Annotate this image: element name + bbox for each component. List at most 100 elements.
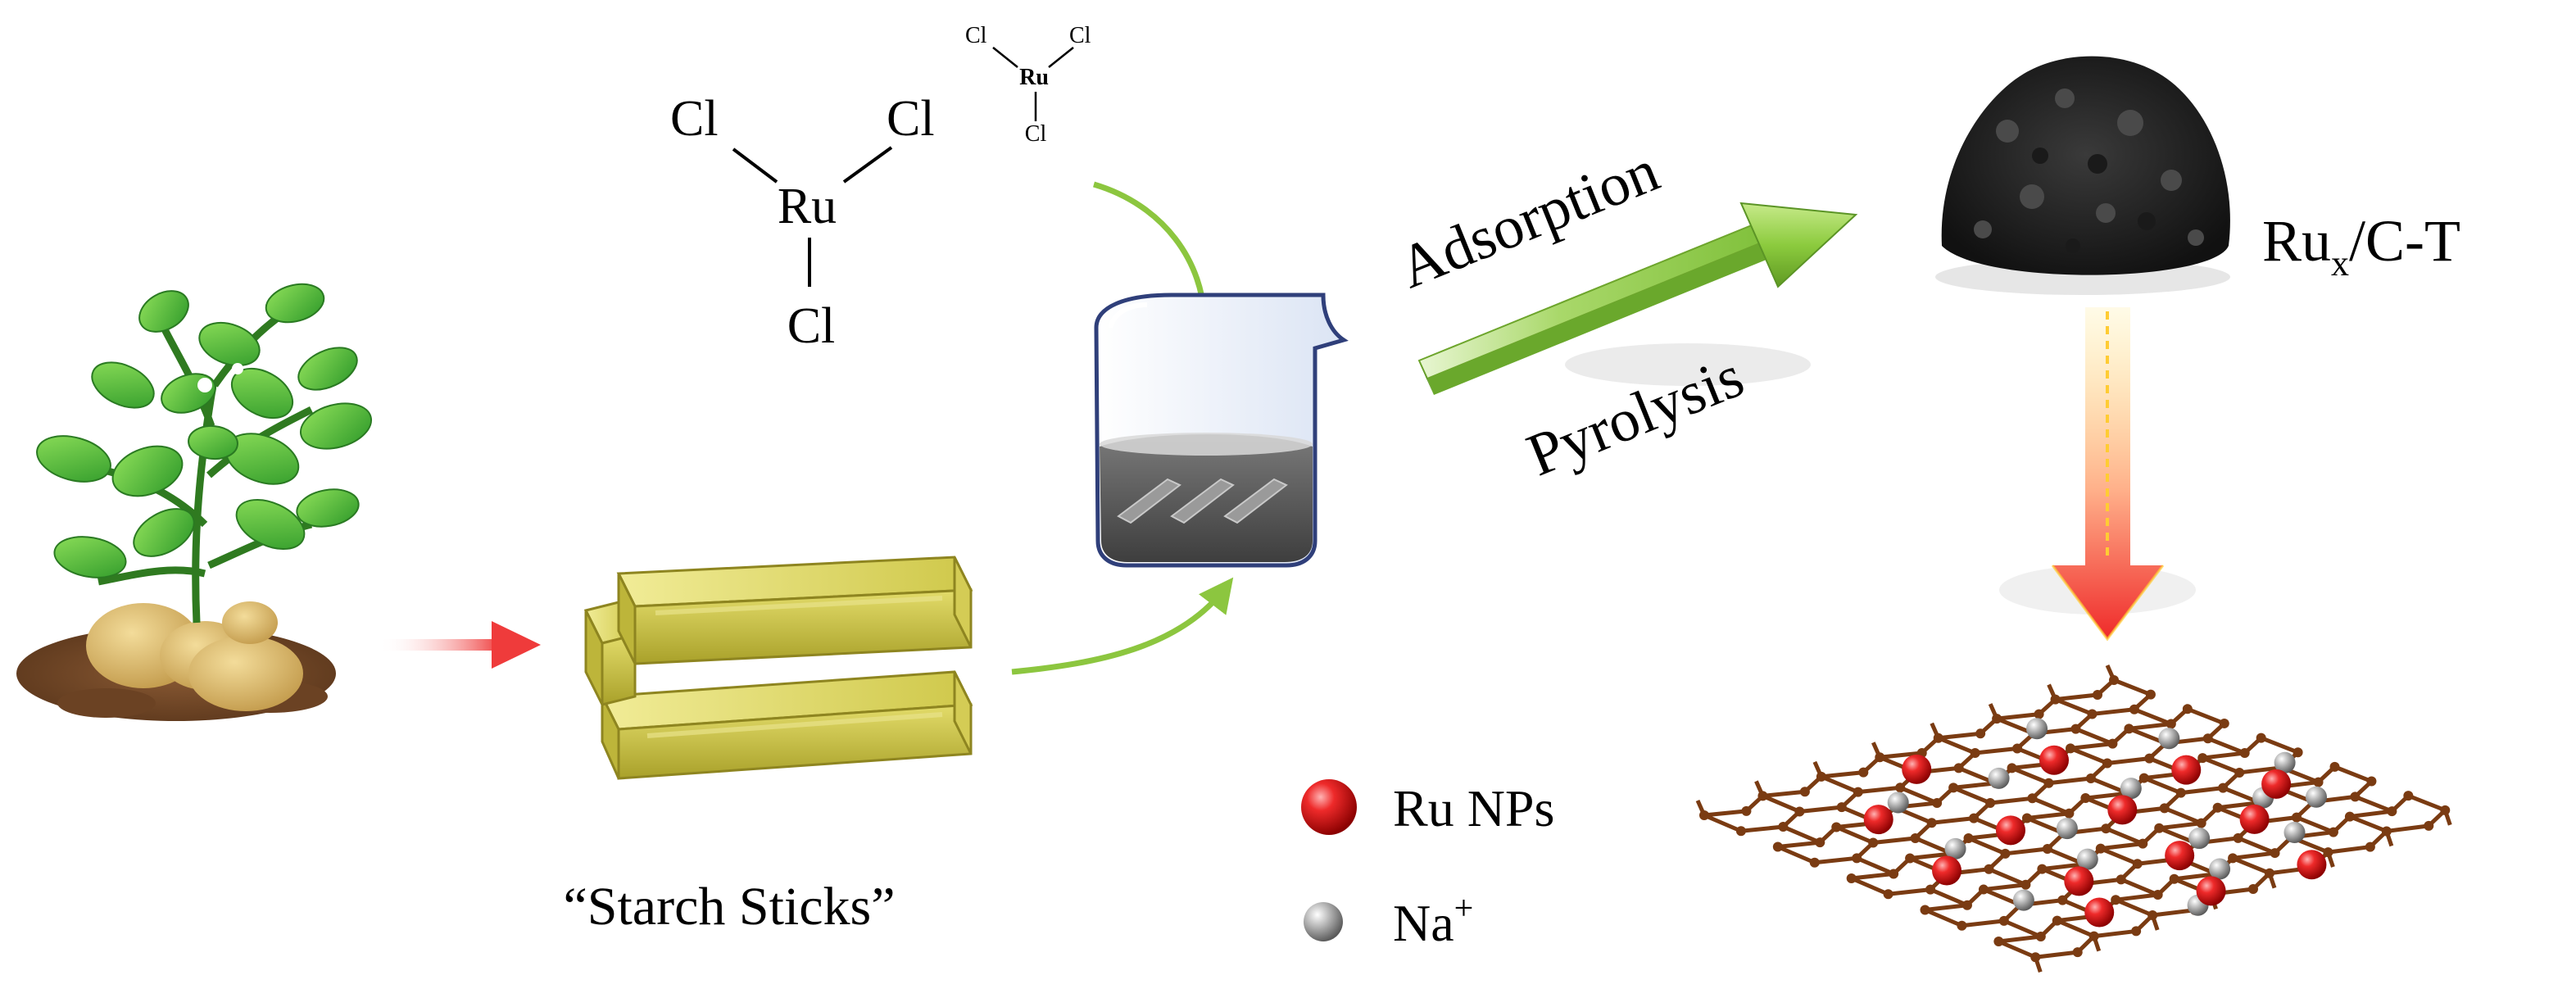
lattice-atom [2381, 826, 2392, 837]
lattice-atom [2239, 748, 2250, 759]
lattice-bond [1998, 939, 2037, 959]
svg-text:Cl: Cl [787, 298, 836, 354]
product-label: Rux/C-T [2262, 208, 2460, 284]
lattice-atom [2138, 838, 2148, 849]
lattice-bond [2129, 722, 2172, 731]
lattice-bond [1856, 856, 1895, 876]
lattice-bond [2011, 766, 2050, 786]
legend-na-sphere [1304, 902, 1343, 941]
lattice-atom [2012, 743, 2023, 754]
rucl3-structure-small: Cl Cl Ru Cl [965, 23, 1091, 147]
lattice-atom [2366, 776, 2377, 787]
lattice-atom [2095, 843, 2106, 854]
lattice-bond [2217, 801, 2261, 810]
lattice-atom [2027, 793, 2038, 804]
lattice-bond [2186, 706, 2225, 726]
lattice-atom [2035, 932, 2046, 942]
lattice-bond [2174, 872, 2217, 882]
carbon-powder-icon [1935, 56, 2230, 295]
lattice-bond [2002, 919, 2042, 939]
lattice-atom [1933, 733, 1943, 743]
lattice-bond [2107, 756, 2150, 765]
lattice-bond [2115, 892, 2158, 902]
lattice-atom [2030, 952, 2041, 963]
lattice-atom [1757, 791, 1768, 801]
na-ion-sphere [2120, 778, 2142, 800]
lattice-bond [1762, 794, 1801, 814]
lattice-bond [2232, 856, 2270, 876]
ru-nanoparticle-sphere [2171, 755, 2202, 785]
lattice-atom [1961, 900, 1972, 910]
lattice-atom [1772, 841, 1783, 852]
lattice-bond [2048, 776, 2092, 786]
lattice-atom [2102, 758, 2112, 769]
lattice-bond [1872, 836, 1916, 845]
potato-plant-icon [16, 283, 373, 721]
lattice-bond [2093, 928, 2137, 939]
lattice-bond [1782, 824, 1821, 845]
lattice-bond [2031, 796, 2070, 816]
lattice-bond [2120, 878, 2159, 897]
lattice-bond [1938, 731, 1981, 741]
lattice-atom [2093, 690, 2103, 701]
ru-nanoparticle-sphere [2297, 850, 2327, 880]
lattice-bond [1857, 785, 1901, 795]
lattice-atom [1926, 818, 1937, 828]
lattice-atom [2057, 895, 2068, 905]
lattice-atom [1957, 920, 1967, 931]
lattice-atom [2145, 689, 2156, 700]
lattice-atom [2109, 675, 2119, 685]
lattice-atom [1932, 797, 1943, 808]
lattice-atom [2042, 844, 2052, 855]
na-ion-sphere [2274, 751, 2296, 773]
lattice-bond [2056, 919, 2095, 938]
lattice-atom [1778, 822, 1789, 832]
lattice-atom [2175, 787, 2186, 798]
lattice-bond [1989, 796, 2033, 805]
na-ion-sphere [2209, 858, 2231, 880]
lattice-atom [1809, 857, 1820, 868]
lattice-atom [2034, 709, 2044, 719]
lattice-atom [2440, 805, 2451, 815]
lattice-atom [2065, 743, 2075, 754]
lattice-bond [2180, 786, 2224, 796]
lattice-bond [1937, 736, 1976, 755]
beaker-icon [1094, 293, 1349, 568]
lattice-bond [2034, 950, 2079, 959]
lattice-bond [1996, 712, 2039, 721]
lattice-atom [2270, 848, 2280, 859]
lattice-atom [1815, 837, 1825, 848]
lattice-atom [2132, 859, 2143, 869]
lattice-atom [1969, 813, 1980, 823]
lattice-atom [2147, 909, 2158, 920]
lattice-bond [2100, 841, 2143, 851]
svg-text:Cl: Cl [1069, 23, 1091, 48]
lattice-bond [1776, 845, 1816, 865]
svg-text:Cl: Cl [965, 23, 987, 48]
lattice-atom [1998, 915, 2009, 926]
lattice-atom [1978, 884, 1989, 895]
lattice-atom [2196, 818, 2206, 828]
lattice-atom [2020, 879, 2031, 890]
svg-text:Ru: Ru [1019, 65, 1049, 90]
lattice-bond [1777, 840, 1821, 849]
process-arrow-icon [1417, 202, 1858, 395]
lattice-atom [2070, 723, 2081, 734]
lattice-bond [2328, 845, 2371, 855]
lattice-atom [2072, 947, 2083, 958]
lattice-atom [2248, 884, 2258, 894]
lattice-atom [2350, 792, 2361, 802]
lattice-bond [1983, 882, 2026, 892]
lattice-atom [2256, 733, 2266, 743]
lattice-atom [2087, 709, 2098, 719]
lattice-atom [1925, 884, 1936, 895]
na-ion-sphere [1887, 792, 1909, 814]
lattice-bond [2232, 851, 2275, 860]
lattice-bond [1909, 851, 1952, 861]
lattice-atom [2424, 820, 2434, 831]
lattice-atom [1953, 763, 1964, 773]
lattice-atom [2085, 773, 2096, 783]
lattice-bond [2238, 765, 2282, 775]
lattice-bond [2085, 791, 2129, 801]
